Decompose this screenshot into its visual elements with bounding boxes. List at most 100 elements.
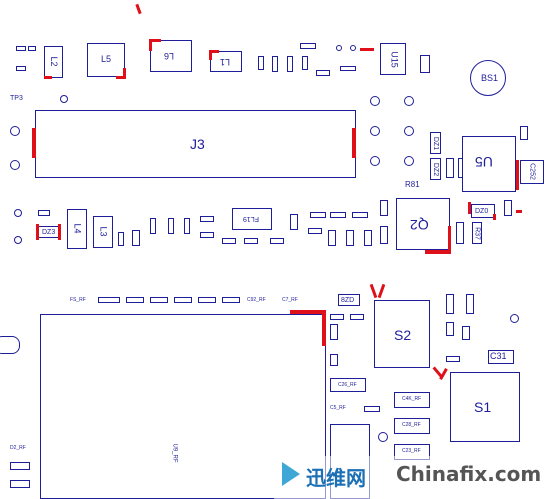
c7-rf-label: C7_RF — [282, 297, 298, 303]
smd-part — [28, 46, 36, 51]
marker — [123, 68, 126, 78]
test-point — [350, 45, 356, 51]
smd-part — [132, 230, 140, 246]
smd-part — [272, 56, 278, 72]
smd-part — [290, 214, 298, 230]
test-point — [370, 96, 380, 106]
smd-part — [456, 222, 464, 244]
smd-part — [466, 294, 474, 314]
smd-part — [222, 297, 240, 303]
inductor-l6-label: L6 — [164, 51, 175, 61]
marker — [44, 76, 52, 79]
smd-part — [198, 297, 216, 303]
switch-s1 — [450, 372, 520, 442]
marker — [290, 310, 326, 314]
transistor-q2 — [396, 198, 450, 250]
marker — [516, 160, 519, 190]
inductor-l4 — [67, 209, 87, 249]
smd-part — [380, 200, 388, 216]
resistor-r81-label: R81 — [405, 180, 420, 189]
watermark — [274, 456, 553, 499]
marker — [149, 39, 161, 42]
marker-arrow — [439, 368, 448, 380]
smd-part — [420, 55, 430, 73]
marker-arrow — [360, 48, 374, 51]
smd-part — [310, 212, 326, 218]
smd-part — [446, 294, 454, 314]
buzzer-bs1-label: BS1 — [481, 73, 499, 83]
resistor-r37 — [472, 222, 482, 244]
smd-part — [446, 322, 454, 336]
smd-part — [150, 218, 156, 234]
inductor-l5 — [87, 43, 125, 77]
marker — [448, 226, 451, 254]
smd-part — [350, 314, 364, 320]
smd-part — [244, 238, 258, 244]
capacitor-c23-rf-label: C23_RF — [402, 448, 421, 454]
smd-part — [126, 297, 144, 303]
switch-s1-label: S1 — [474, 399, 492, 415]
smd-part — [520, 126, 528, 140]
marker — [352, 128, 356, 158]
marker-arrow-top — [135, 3, 142, 15]
diode-dz3-label: DZ3 — [42, 229, 56, 236]
smd-part — [328, 230, 336, 246]
diode-dz0 — [471, 204, 495, 218]
inductor-l3-label: L3 — [98, 226, 109, 237]
marker — [32, 128, 36, 158]
capacitor-c28-rf-label: C28_RF — [402, 422, 421, 428]
test-point — [10, 160, 20, 170]
filter-fl19-label: FL19 — [243, 215, 259, 222]
chip-u15-label: U15 — [389, 51, 400, 68]
test-point — [10, 126, 20, 136]
tp3-label: TP3 — [10, 95, 23, 102]
smd-part — [330, 324, 338, 340]
marker — [468, 202, 471, 214]
marker — [116, 76, 126, 79]
smd-part — [200, 216, 214, 222]
capacitor-8zd — [338, 294, 360, 306]
smd-part — [446, 356, 460, 362]
smd-part — [380, 226, 388, 244]
connector-j3 — [35, 110, 356, 178]
marker-arrow — [377, 283, 386, 299]
marker — [425, 250, 451, 254]
smd-part — [346, 230, 354, 246]
smd-part — [330, 212, 346, 218]
diode-dz1-label: DZ1 — [432, 136, 439, 151]
smd-part — [308, 228, 322, 234]
test-point — [378, 432, 388, 442]
watermark-en: Chinafix.com — [396, 462, 542, 486]
switch-s2-label: S2 — [394, 327, 412, 343]
smd-part — [504, 200, 512, 216]
smd-part — [364, 406, 380, 412]
marker — [209, 50, 219, 53]
marker — [516, 210, 522, 213]
smd-part — [200, 232, 214, 238]
smd-part — [300, 43, 316, 49]
connector-j3-label: J3 — [190, 136, 205, 152]
test-point — [14, 236, 22, 244]
marker — [149, 39, 152, 51]
smd-part — [16, 46, 26, 51]
smd-part — [352, 212, 368, 218]
chip-u9-rf-label: U9_RF — [171, 443, 178, 463]
test-point — [404, 156, 414, 166]
capacitor-c31-label: C31 — [490, 351, 507, 361]
inductor-l2 — [44, 46, 63, 78]
capacitor-c4k-rf — [394, 392, 430, 408]
chip-u5-label: U5 — [475, 154, 493, 170]
chip-u5 — [462, 136, 516, 192]
marker — [493, 214, 496, 220]
inductor-l4-label: L4 — [72, 223, 83, 234]
test-point — [370, 126, 380, 136]
diode-dz1 — [430, 132, 441, 154]
filter-fl19 — [232, 208, 272, 230]
smd-part — [184, 218, 190, 234]
smd-part — [462, 326, 470, 340]
inductor-l6 — [150, 40, 192, 72]
capacitor-c252 — [520, 160, 544, 184]
capacitor-8zd-label: 8ZD — [341, 297, 355, 304]
smd-part — [330, 354, 338, 366]
fs-rf-label: FS_RF — [70, 297, 86, 303]
